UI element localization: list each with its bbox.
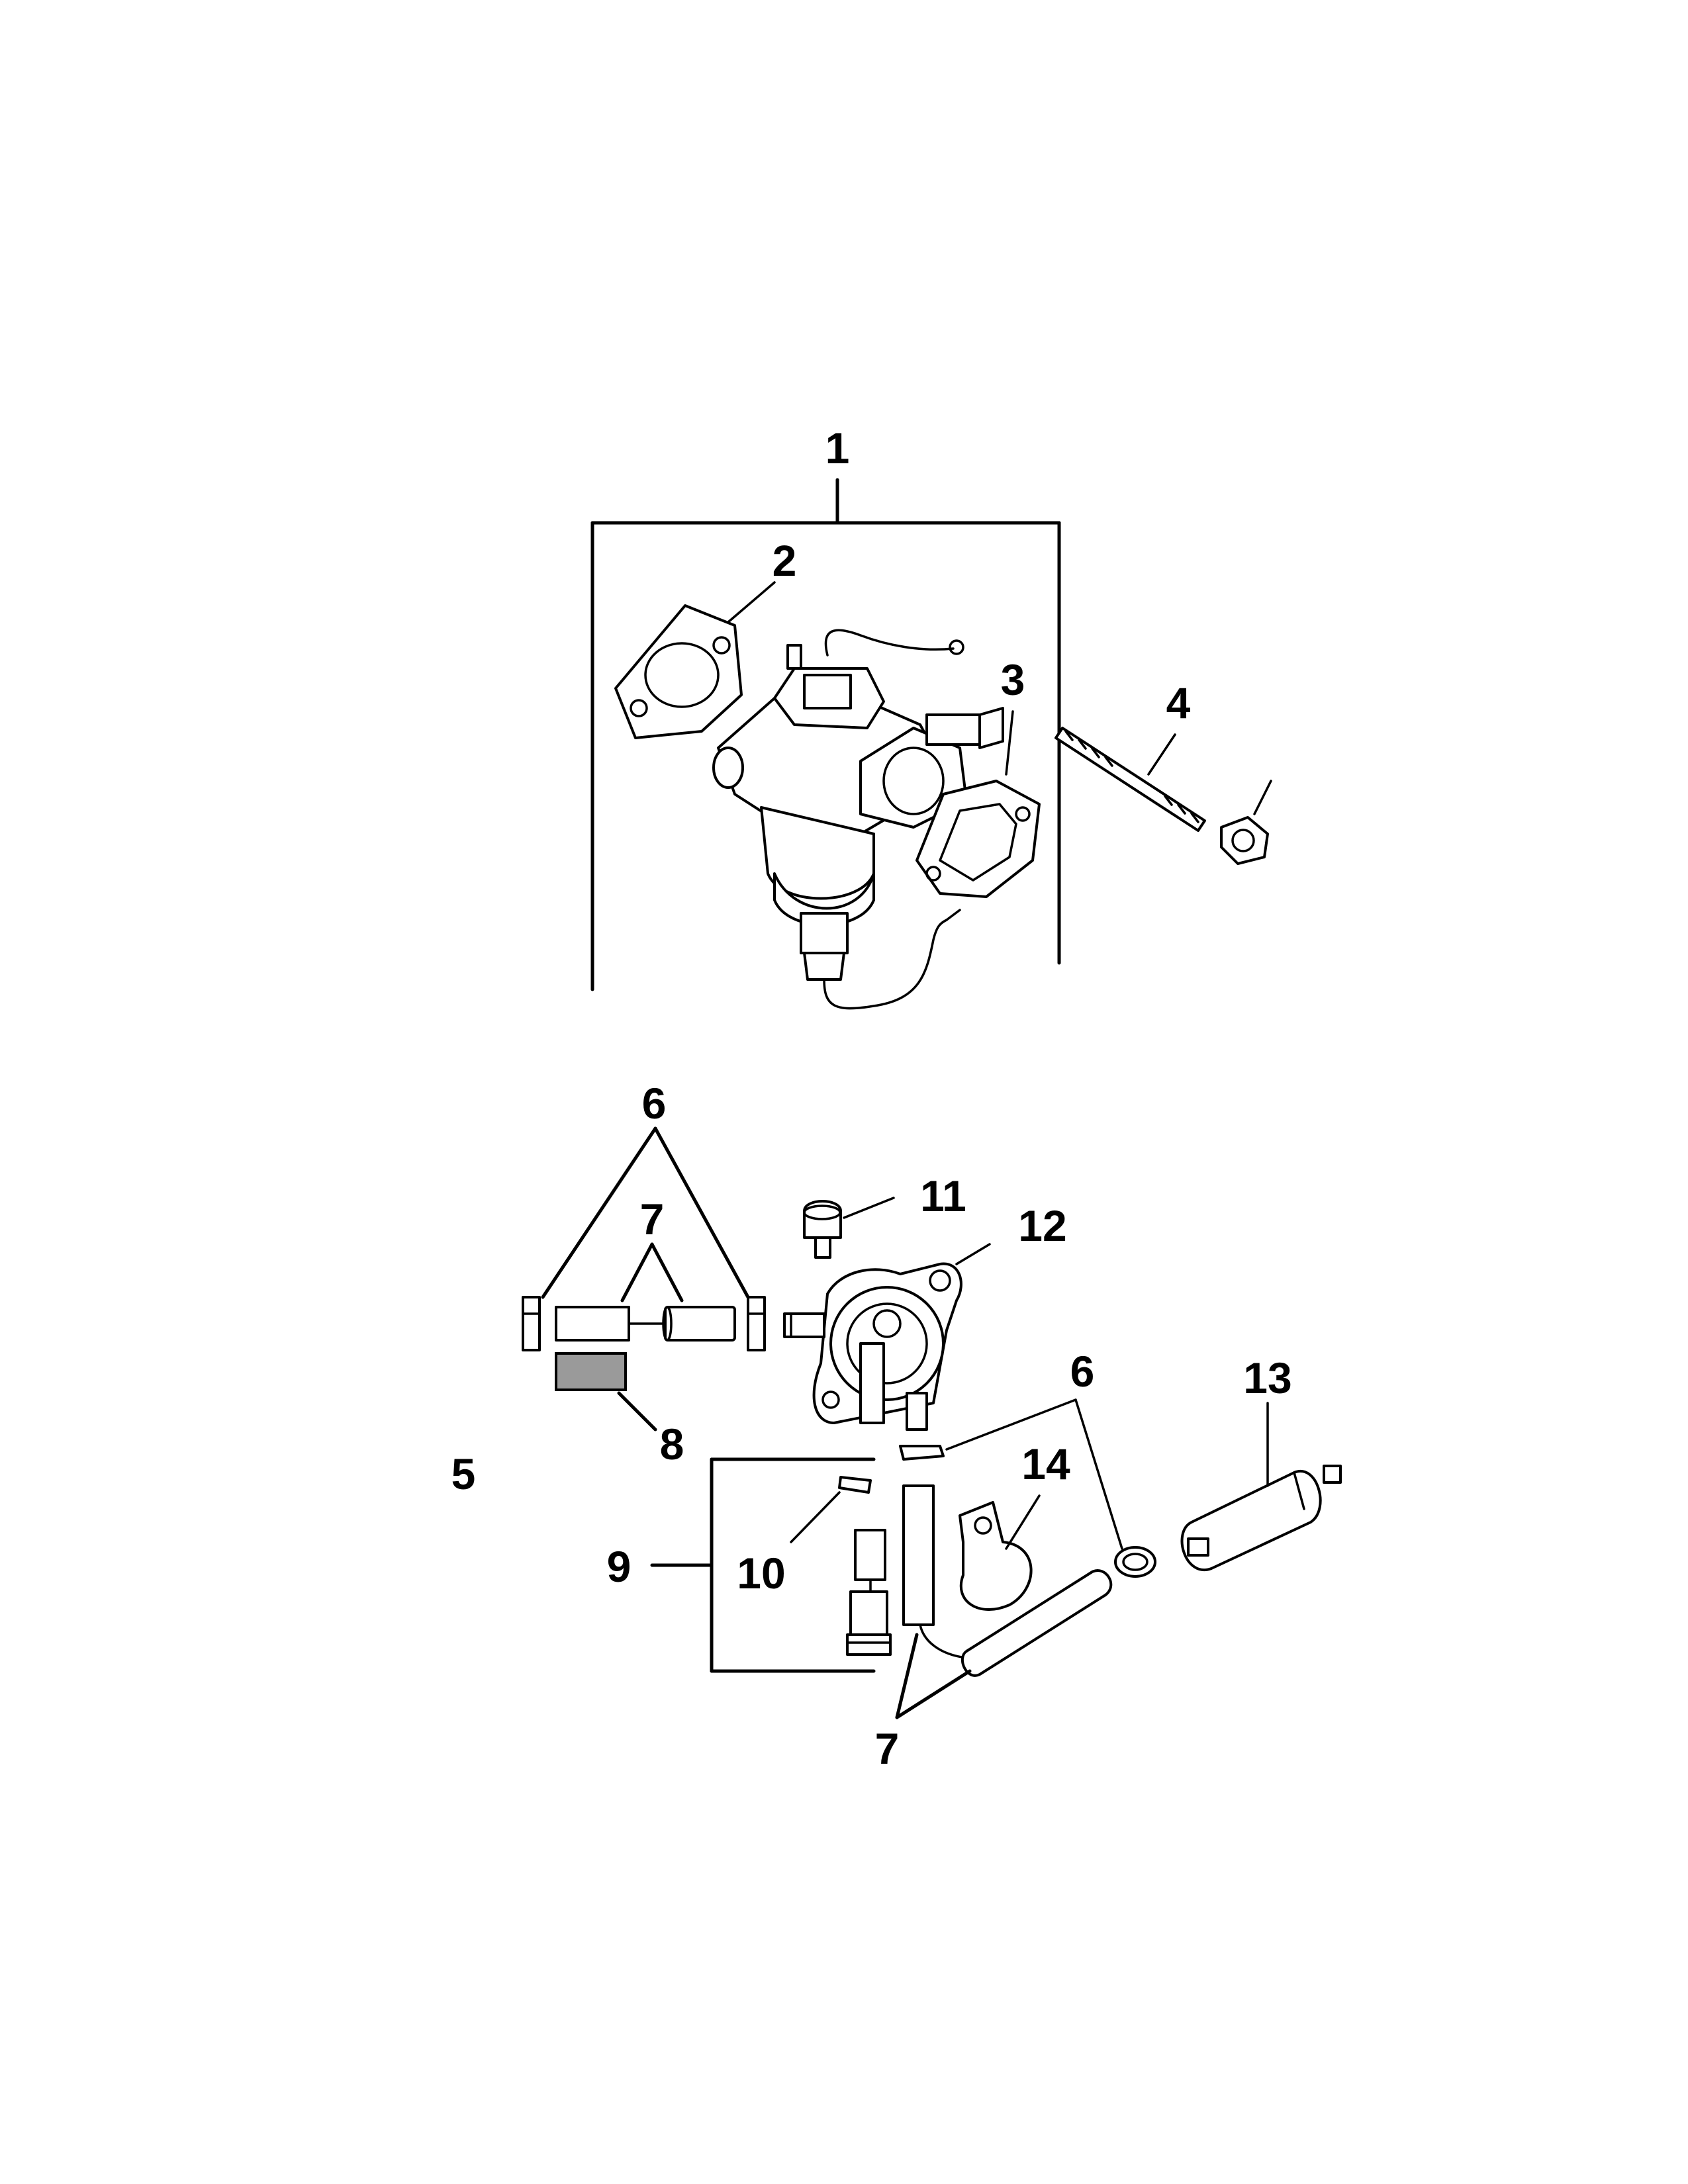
hose-clip — [959, 1494, 1041, 1612]
hose-clamp-lower — [899, 1398, 1077, 1461]
callout-7-leaders-lower — [895, 1633, 972, 1719]
callout-4: 4 — [1166, 678, 1191, 727]
filter-screen — [555, 1352, 657, 1432]
callout-2: 2 — [773, 536, 797, 585]
hose-clamp-right — [747, 1296, 766, 1351]
callout-12: 12 — [1018, 1201, 1066, 1250]
carburetor-outlet-gasket — [915, 710, 1041, 898]
carburetor-assembly-bracket — [590, 478, 1061, 991]
callout-6-leader-lower — [1074, 1398, 1123, 1550]
fuel-strainer-kit-bracket — [650, 1457, 876, 1673]
fuel-hose-long — [902, 1484, 968, 1659]
fuel-filter — [1180, 1402, 1342, 1572]
carburetor-body — [712, 629, 1004, 1010]
callout-8: 8 — [660, 1420, 684, 1469]
fuel-fitting — [803, 1197, 895, 1259]
fuel-hose-short — [961, 1569, 1113, 1677]
callout-7-leaders-upper — [620, 1242, 684, 1302]
callout-10: 10 — [737, 1549, 785, 1598]
mounting-nut — [1220, 780, 1272, 865]
callout-11: 11 — [920, 1171, 966, 1220]
callout-3: 3 — [1001, 655, 1025, 704]
strainer-clamp — [790, 1476, 872, 1543]
callout-1: 1 — [825, 424, 850, 473]
callout-5: 5 — [451, 1449, 476, 1498]
fuel-pump — [783, 1243, 991, 1431]
callout-6-lower: 6 — [1070, 1347, 1095, 1396]
callout-7-lower: 7 — [875, 1724, 900, 1773]
callout-9: 9 — [607, 1542, 632, 1591]
hose-clamp-ring — [1114, 1546, 1156, 1578]
callout-13: 13 — [1243, 1353, 1291, 1402]
fuel-hose-piece-right — [628, 1306, 736, 1342]
mounting-stud — [1055, 727, 1206, 832]
callout-14: 14 — [1021, 1439, 1070, 1488]
fuel-hose-piece-left — [555, 1306, 630, 1342]
hose-clamp-left — [522, 1296, 541, 1351]
strainer-element — [846, 1529, 892, 1656]
callout-6-upper: 6 — [642, 1079, 667, 1128]
carburetor-gasket — [614, 581, 776, 739]
callout-7-upper: 7 — [640, 1195, 665, 1244]
callout-6-leaders-upper — [541, 1126, 750, 1299]
